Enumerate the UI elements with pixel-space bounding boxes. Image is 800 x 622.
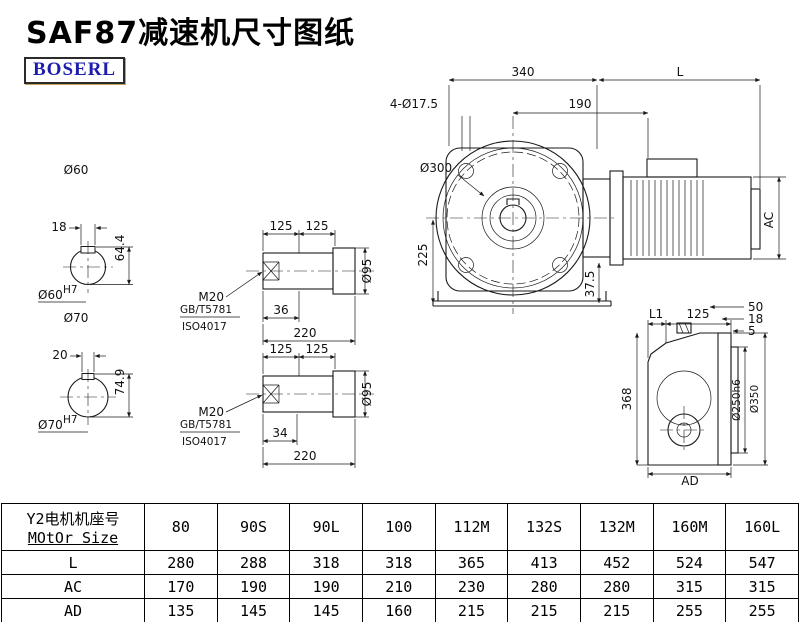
table-header-motor-size: Y2电机机座号 MOtOr Size bbox=[1, 503, 145, 551]
dim-cell: 210 bbox=[361, 574, 436, 599]
dim-d95: Ø95 bbox=[360, 259, 374, 284]
shaft-end-view-d60: Ø60 18 64.4 Ø60 H7 bbox=[38, 163, 133, 303]
size-header-cell: 100 bbox=[361, 503, 436, 551]
dim-cell: 215 bbox=[579, 598, 654, 622]
dim-AC: AC bbox=[762, 212, 776, 228]
dim-340: 340 bbox=[512, 65, 535, 79]
size-header-cell: 90L bbox=[289, 503, 363, 551]
dim-key-width-18: 18 bbox=[51, 220, 66, 234]
dim-d350: Ø350 bbox=[749, 385, 761, 413]
dim-key-height-74-9: 74.9 bbox=[113, 369, 127, 396]
dim-220: 220 bbox=[294, 326, 317, 340]
shaft-side-view-bottom: 125 125 Ø95 34 220 M20 GB/T5781 ISO4017 bbox=[180, 342, 374, 468]
dim-cell: 413 bbox=[507, 550, 581, 575]
dim-key-height-64-4: 64.4 bbox=[113, 235, 127, 262]
dim-125-b: 125 bbox=[306, 342, 329, 356]
size-header-cell: 90S bbox=[216, 503, 291, 551]
label-d60: Ø60 bbox=[64, 163, 89, 177]
dim-cell: 170 bbox=[144, 574, 218, 599]
dim-125-a: 125 bbox=[270, 219, 293, 233]
dim-L: L bbox=[677, 65, 684, 79]
dim-cell: 547 bbox=[725, 550, 799, 575]
dim-cell: 280 bbox=[579, 574, 654, 599]
dim-cell: 230 bbox=[434, 574, 509, 599]
dim-cell: 215 bbox=[434, 598, 509, 622]
dim-cell: 318 bbox=[289, 550, 363, 575]
dim-cell: 452 bbox=[579, 550, 654, 575]
dim-cell: 190 bbox=[216, 574, 291, 599]
dim-flange-dia: Ø300 bbox=[420, 161, 452, 175]
dim-d95: Ø95 bbox=[360, 382, 374, 407]
dim-225: 225 bbox=[416, 244, 430, 267]
std-iso4017: ISO4017 bbox=[182, 321, 227, 333]
dim-bolt-holes: 4-Ø17.5 bbox=[390, 97, 438, 111]
dim-cell: 145 bbox=[289, 598, 363, 622]
dim-cell: 255 bbox=[652, 598, 727, 622]
dim-125: 125 bbox=[687, 307, 710, 321]
dim-cell: 255 bbox=[725, 598, 799, 622]
table-row-AD: AD 135 145 145 160 215 215 215 255 255 bbox=[1, 598, 799, 622]
dim-50: 50 bbox=[748, 300, 763, 314]
dim-34: 34 bbox=[272, 426, 287, 440]
dim-125-a: 125 bbox=[270, 342, 293, 356]
dim-cell: 288 bbox=[216, 550, 291, 575]
shaft-end-view-d70: Ø70 20 74.9 Ø70 H7 bbox=[38, 311, 133, 433]
dim-368: 368 bbox=[620, 388, 634, 411]
dim-cell: 160 bbox=[361, 598, 436, 622]
dim-d250h6: Ø250h6 bbox=[731, 379, 743, 421]
dim-cell: 315 bbox=[652, 574, 727, 599]
header-en: MOtOr Size bbox=[27, 528, 119, 547]
dim-cell: 315 bbox=[725, 574, 799, 599]
shaft-side-view-top: 125 125 Ø95 36 220 M20 GB/T5781 ISO4017 bbox=[180, 219, 374, 345]
dim-cell: 524 bbox=[652, 550, 727, 575]
row-label-cell: AC bbox=[1, 574, 145, 599]
side-view: L1 125 50 18 5 368 Ø250h6 Ø350 AD bbox=[620, 300, 768, 488]
dim-cell: 280 bbox=[507, 574, 581, 599]
fit-tol-h7: H7 bbox=[63, 284, 78, 296]
dim-5: 5 bbox=[748, 324, 756, 338]
label-d70: Ø70 bbox=[64, 311, 89, 325]
size-header-cell: 160M bbox=[652, 503, 727, 551]
dim-cell: 215 bbox=[507, 598, 581, 622]
dim-cell: 145 bbox=[216, 598, 291, 622]
page-title: SAF87减速机尺寸图纸 bbox=[26, 16, 356, 51]
size-header-cell: 160L bbox=[725, 503, 799, 551]
dim-cell: 190 bbox=[289, 574, 363, 599]
size-header-cell: 112M bbox=[434, 503, 509, 551]
size-header-cell: 80 bbox=[144, 503, 218, 551]
dim-cell: 365 bbox=[434, 550, 509, 575]
dim-125-b: 125 bbox=[306, 219, 329, 233]
fit-tol-h7: H7 bbox=[63, 414, 78, 426]
dim-18: 18 bbox=[748, 312, 763, 326]
table-row-AC: AC 170 190 190 210 230 280 280 315 315 bbox=[1, 574, 799, 599]
table-header-row: Y2电机机座号 MOtOr Size 80 90S 90L 100 112M 1… bbox=[1, 503, 799, 551]
thread-m20: M20 bbox=[198, 290, 224, 304]
size-header-cell: 132S bbox=[507, 503, 581, 551]
table-row-L: L 280 288 318 318 365 413 452 524 547 bbox=[1, 550, 799, 575]
dim-AD: AD bbox=[681, 474, 698, 488]
dim-37-5: 37.5 bbox=[583, 271, 597, 298]
row-label-cell: L bbox=[1, 550, 145, 575]
dim-cell: 318 bbox=[361, 550, 436, 575]
dim-key-width-20: 20 bbox=[52, 348, 67, 362]
dim-36: 36 bbox=[273, 303, 288, 317]
fit-d70: Ø70 bbox=[38, 418, 63, 432]
std-gb-t5781: GB/T5781 bbox=[180, 304, 232, 316]
dim-cell: 280 bbox=[144, 550, 218, 575]
dim-cell: 135 bbox=[144, 598, 218, 622]
fit-d60: Ø60 bbox=[38, 288, 63, 302]
row-label-cell: AD bbox=[1, 598, 145, 622]
dim-190: 190 bbox=[569, 97, 592, 111]
header-cn: Y2电机机座号 bbox=[26, 509, 120, 528]
engineering-drawing: 340 L 190 4-Ø17.5 Ø300 225 37.5 AC bbox=[38, 65, 786, 488]
dim-L1: L1 bbox=[649, 307, 663, 321]
front-view: 340 L 190 4-Ø17.5 Ø300 225 37.5 AC bbox=[390, 65, 786, 314]
std-iso4017: ISO4017 bbox=[182, 436, 227, 448]
thread-m20: M20 bbox=[198, 405, 224, 419]
brand-logo: BOSERL bbox=[24, 57, 126, 84]
size-header-cell: 132M bbox=[579, 503, 654, 551]
motor-size-table: Y2电机机座号 MOtOr Size 80 90S 90L 100 112M 1… bbox=[1, 503, 799, 622]
std-gb-t5781: GB/T5781 bbox=[180, 419, 232, 431]
dim-220: 220 bbox=[294, 449, 317, 463]
